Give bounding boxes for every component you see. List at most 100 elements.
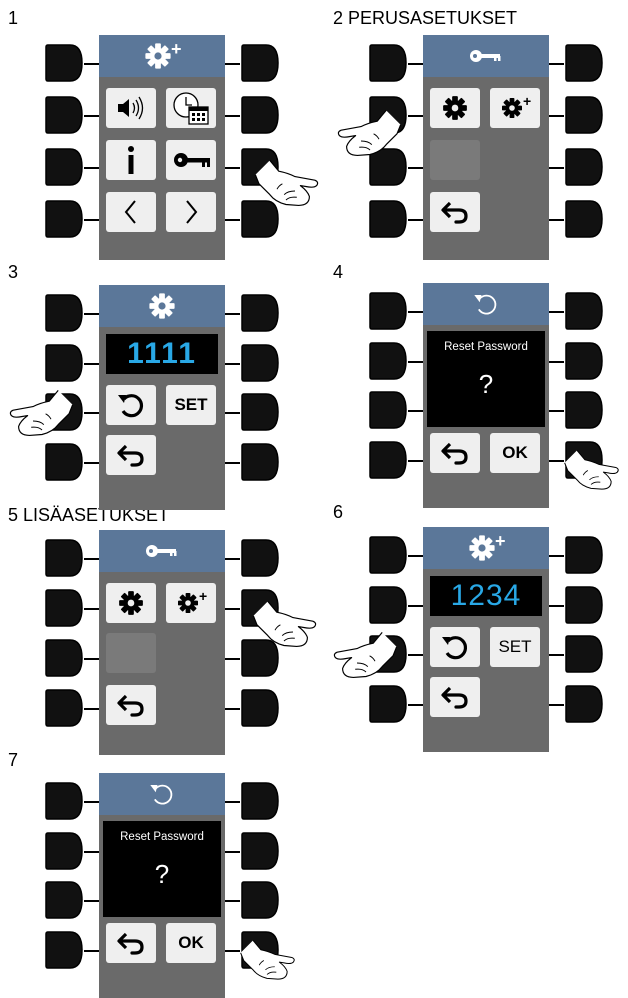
right-button-2[interactable] <box>564 95 604 135</box>
panel-step-3: 1111 SET <box>42 285 282 510</box>
right-button-2[interactable] <box>240 95 280 135</box>
panel-step-1: + <box>42 35 282 260</box>
left-button-2[interactable] <box>44 95 84 135</box>
left-button-1[interactable] <box>368 535 408 575</box>
left-button-1[interactable] <box>368 43 408 83</box>
right-button-4[interactable] <box>240 688 280 728</box>
device-screen: + 1234 SET <box>423 527 549 752</box>
volume-tile[interactable] <box>106 88 156 128</box>
left-button-3[interactable] <box>44 638 84 678</box>
ok-tile[interactable]: OK <box>490 433 540 473</box>
clock-calendar-icon <box>173 92 209 125</box>
svg-text:+: + <box>495 531 506 551</box>
back-arrow-icon <box>441 686 468 709</box>
right-button-3[interactable] <box>564 147 604 187</box>
right-button-1[interactable] <box>564 291 604 331</box>
reset-icon <box>440 635 468 660</box>
right-button-3[interactable] <box>240 392 280 432</box>
right-button-1[interactable] <box>240 781 280 821</box>
panel-step-7: Reset Password ? OK <box>42 773 282 998</box>
right-button-1[interactable] <box>564 535 604 575</box>
step-label-1: 1 <box>8 8 19 28</box>
step-label-2: 2 PERUSASETUKSET <box>333 8 518 28</box>
right-button-4[interactable] <box>564 199 604 239</box>
reset-tile[interactable] <box>430 627 480 667</box>
left-button-1[interactable] <box>44 781 84 821</box>
back-tile[interactable] <box>106 923 156 963</box>
ok-tile[interactable]: OK <box>166 923 216 963</box>
right-button-2[interactable] <box>240 831 280 871</box>
set-tile[interactable]: SET <box>166 385 216 425</box>
right-button-2[interactable] <box>240 343 280 383</box>
password-display: 1234 <box>430 576 542 616</box>
right-button-1[interactable] <box>240 293 280 333</box>
previous-tile[interactable] <box>106 192 156 232</box>
info-icon <box>128 146 134 174</box>
left-button-2[interactable] <box>44 588 84 628</box>
connector-line <box>84 115 99 117</box>
connector-line <box>84 608 99 610</box>
left-button-2[interactable] <box>44 343 84 383</box>
clock-calendar-tile[interactable] <box>166 88 216 128</box>
left-button-3[interactable] <box>368 390 408 430</box>
left-button-4[interactable] <box>368 440 408 480</box>
connector-line <box>225 313 240 315</box>
right-button-3[interactable] <box>564 390 604 430</box>
left-button-2[interactable] <box>368 341 408 381</box>
set-tile[interactable]: SET <box>490 627 540 667</box>
left-button-1[interactable] <box>368 291 408 331</box>
left-button-4[interactable] <box>368 199 408 239</box>
key-icon <box>174 153 210 167</box>
advanced-settings-tile[interactable]: + <box>490 88 540 128</box>
back-tile[interactable] <box>106 435 156 475</box>
left-button-1[interactable] <box>44 293 84 333</box>
pointing-hand-icon <box>248 596 320 650</box>
key-tile[interactable] <box>166 140 216 180</box>
back-tile[interactable] <box>430 433 480 473</box>
left-button-4[interactable] <box>44 930 84 970</box>
right-button-3[interactable] <box>240 880 280 920</box>
basic-settings-tile[interactable] <box>106 583 156 623</box>
next-tile[interactable] <box>166 192 216 232</box>
reset-tile[interactable] <box>106 385 156 425</box>
panel-step-2: + <box>366 35 606 260</box>
right-button-2[interactable] <box>564 585 604 625</box>
right-button-4[interactable] <box>564 684 604 724</box>
left-button-2[interactable] <box>44 831 84 871</box>
right-button-3[interactable] <box>564 634 604 674</box>
connector-line <box>408 219 423 221</box>
left-button-3[interactable] <box>44 880 84 920</box>
connector-line <box>84 313 99 315</box>
connector-line <box>408 605 423 607</box>
left-button-4[interactable] <box>368 684 408 724</box>
advanced-settings-tile[interactable]: + <box>166 583 216 623</box>
connector-line <box>549 63 564 65</box>
connector-line <box>225 63 240 65</box>
connector-line <box>84 363 99 365</box>
back-tile[interactable] <box>430 677 480 717</box>
left-button-1[interactable] <box>44 43 84 83</box>
svg-text:+: + <box>199 588 207 604</box>
reset-icon <box>149 784 173 805</box>
left-button-1[interactable] <box>44 538 84 578</box>
left-button-4[interactable] <box>44 199 84 239</box>
right-button-1[interactable] <box>240 538 280 578</box>
left-button-4[interactable] <box>44 688 84 728</box>
device-screen: Reset Password ? OK <box>99 773 225 998</box>
back-tile[interactable] <box>106 685 156 725</box>
right-button-2[interactable] <box>564 341 604 381</box>
connector-line <box>225 219 240 221</box>
confirm-dialog: Reset Password ? <box>103 821 221 917</box>
screen-header <box>423 283 549 325</box>
right-button-1[interactable] <box>564 43 604 83</box>
left-button-2[interactable] <box>368 585 408 625</box>
basic-settings-tile[interactable] <box>430 88 480 128</box>
right-button-4[interactable] <box>240 442 280 482</box>
reset-icon <box>473 294 497 315</box>
right-button-1[interactable] <box>240 43 280 83</box>
left-button-4[interactable] <box>44 442 84 482</box>
info-tile[interactable] <box>106 140 156 180</box>
left-button-3[interactable] <box>44 147 84 187</box>
empty-tile <box>106 633 156 673</box>
back-tile[interactable] <box>430 192 480 232</box>
